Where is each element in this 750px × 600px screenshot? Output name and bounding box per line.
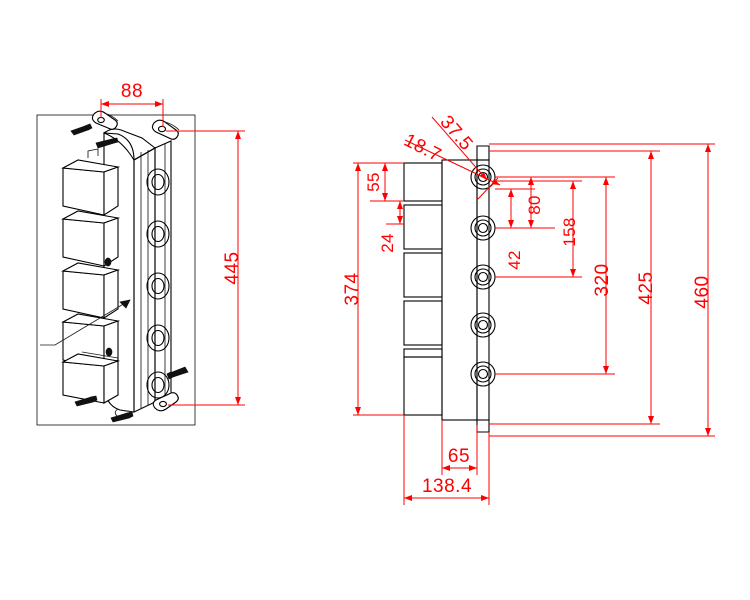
dimension-65-label: 65	[448, 446, 470, 467]
port-hole	[146, 272, 170, 300]
dimension-460: 460	[489, 143, 715, 437]
port-holes	[146, 168, 170, 399]
dimension-24: 24	[378, 200, 404, 253]
dimension-320: 320	[495, 176, 615, 375]
dimension-138-4: 138.4	[403, 415, 490, 505]
dimension-88: 88	[100, 81, 164, 127]
port-hole	[146, 324, 170, 352]
module-box	[61, 210, 121, 268]
right-side-elevation-view: 37.5 18.7 374 55 24	[342, 112, 715, 505]
port-hole	[146, 220, 170, 248]
module-box	[61, 262, 121, 320]
dimension-460-label: 460	[692, 275, 713, 308]
module-box	[61, 148, 121, 217]
callout-wire	[40, 299, 131, 346]
screw	[70, 123, 93, 136]
dimension-42-label: 42	[505, 250, 524, 270]
dimension-42: 42	[495, 188, 535, 270]
dimension-24-label: 24	[378, 233, 397, 253]
port-hole	[146, 371, 170, 399]
dimension-445: 445	[166, 130, 245, 406]
screw	[74, 395, 98, 407]
module-box	[61, 351, 121, 404]
dimension-138-4-label: 138.4	[422, 476, 472, 497]
dimension-425: 425	[489, 150, 660, 425]
dimension-425-label: 425	[636, 271, 657, 304]
loose-screws	[70, 123, 189, 423]
dimension-445-label: 445	[222, 251, 243, 284]
screw	[166, 366, 189, 380]
dimension-158-label: 158	[560, 217, 579, 246]
side-body	[441, 145, 490, 433]
backing-plate	[36, 114, 196, 426]
dimension-55-label: 55	[364, 172, 383, 192]
dimension-320-label: 320	[592, 263, 613, 296]
dimension-65: 65	[441, 420, 478, 475]
port-hole	[146, 168, 170, 196]
callout-arrow	[119, 299, 131, 309]
screw	[95, 137, 119, 149]
module-boxes	[61, 148, 121, 404]
dimension-158: 158	[495, 180, 582, 278]
left-isometric-view: 88 445	[36, 81, 245, 426]
mounting-tabs	[91, 110, 180, 419]
dimension-374-label: 374	[342, 272, 363, 305]
screw	[110, 411, 134, 423]
side-port-hole	[470, 312, 496, 338]
dimension-88-label: 88	[121, 81, 143, 102]
dimension-80-label: 80	[525, 195, 544, 215]
